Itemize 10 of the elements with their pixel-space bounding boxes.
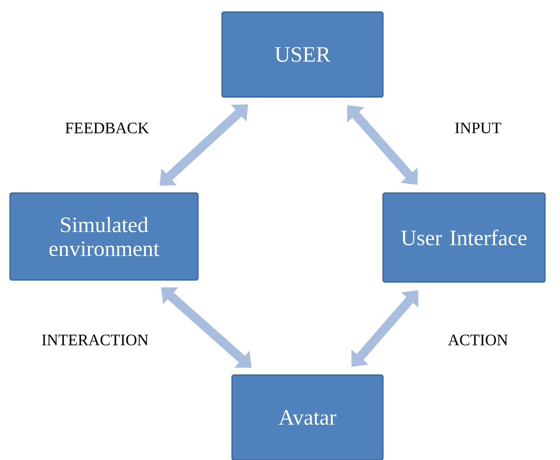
- edge-label: INTERACTION: [42, 334, 148, 346]
- edge-label: FEEDBACK: [65, 122, 149, 134]
- process-box: USER: [221, 11, 384, 98]
- edge-label: ACTION: [448, 334, 508, 346]
- double-arrow: [351, 290, 418, 367]
- process-box: Simulated environment: [9, 192, 199, 281]
- edge-label: INPUT: [455, 122, 502, 134]
- process-box: Avatar: [231, 374, 384, 460]
- double-arrow: [347, 105, 418, 185]
- process-box: User Interface: [382, 192, 546, 283]
